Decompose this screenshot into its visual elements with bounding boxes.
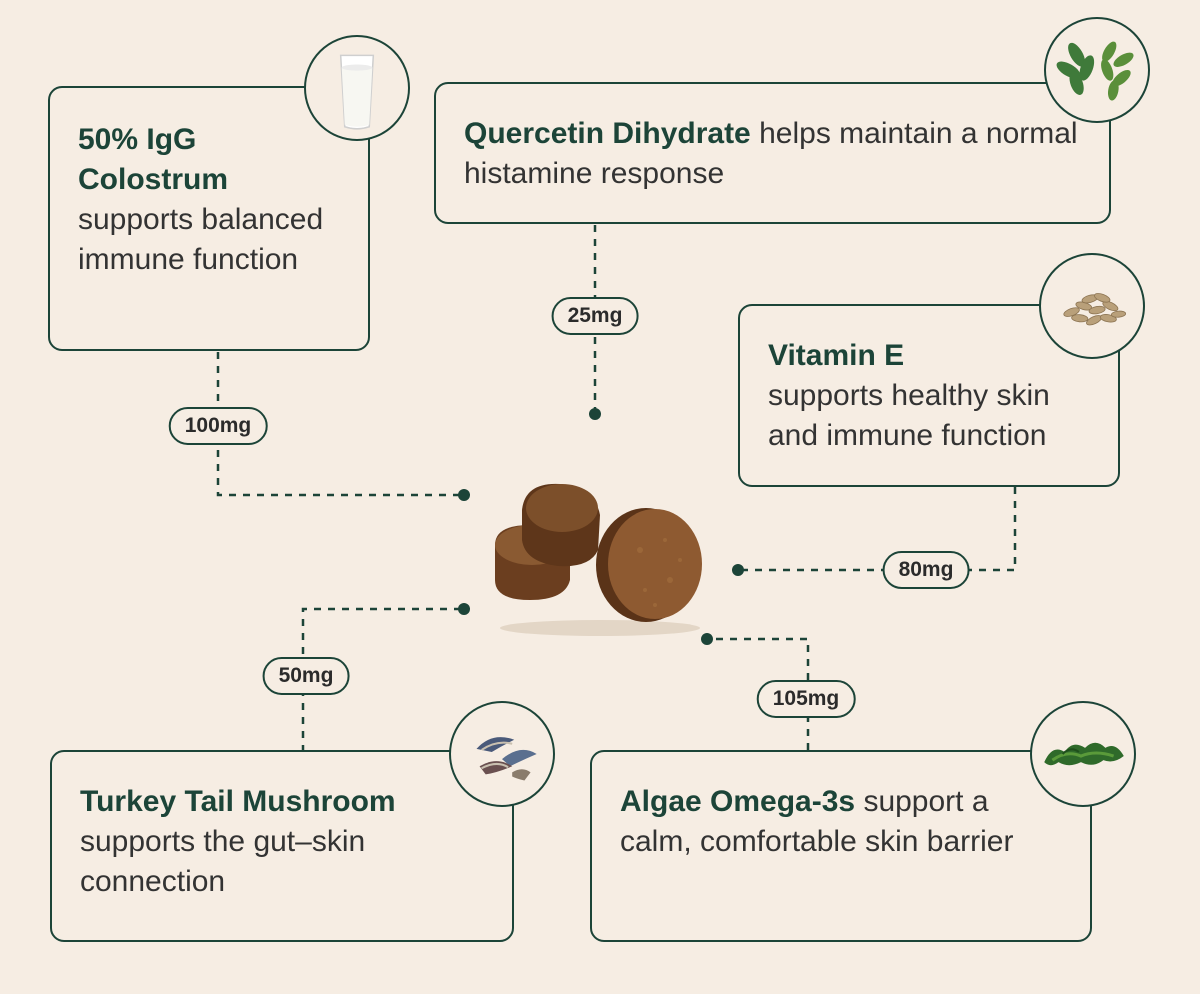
colostrum-dose-badge: 100mg [168,407,268,445]
mushroom-icon [449,701,555,807]
vitamin-e-dose-badge: 80mg [882,551,970,589]
quercetin-desc: helps maintain a normal histamine respon… [464,117,1078,190]
connector-dot-vitamin-e [732,564,744,576]
algae-name: Algae Omega-3s [620,785,856,818]
colostrum-desc: supports balanced immune function [78,203,324,276]
connector-dot-algae [701,633,713,645]
colostrum-name: 50% IgG Colostrum [78,123,228,196]
turkey-tail-name: Turkey Tail Mushroom [80,785,396,818]
vitamin-e-name: Vitamin E [768,339,905,372]
seeds-icon [1039,253,1145,359]
quercetin-dose-badge: 25mg [551,297,639,335]
quercetin-card: Quercetin Dihydrate helps maintain a nor… [434,82,1111,224]
quercetin-name: Quercetin Dihydrate [464,117,751,150]
connector-dot-turkey-tail [458,603,470,615]
algae-desc: support a calm, comfortable skin barrier [620,785,1014,858]
algae-card: Algae Omega-3s support a calm, comfortab… [590,750,1092,942]
seaweed-icon [1030,701,1136,807]
turkey-tail-card: Turkey Tail Mushroom supports the gut–sk… [50,750,514,942]
colostrum-card: 50% IgG Colostrum supports balanced immu… [48,86,370,351]
turkey-tail-desc: supports the gut–skin connection [80,825,366,898]
milk-glass-icon [304,35,410,141]
connector-dot-quercetin [589,408,601,420]
connector-dot-colostrum [458,489,470,501]
connector-colostrum [216,352,462,497]
soft-chews-image [495,483,702,636]
leaves-icon [1044,17,1150,123]
connector-vitamin-e [738,487,1017,572]
vitamin-e-desc: supports healthy skin and immune functio… [768,379,1050,452]
turkey-tail-dose-badge: 50mg [262,657,350,695]
connector-turkey-tail [301,607,462,752]
algae-dose-badge: 105mg [756,680,856,718]
